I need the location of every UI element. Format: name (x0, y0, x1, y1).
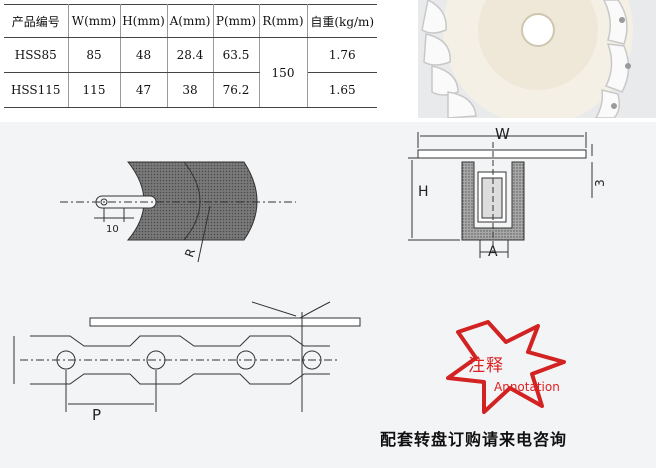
header-p: P(mm) (213, 4, 260, 38)
thickness-label: 3 (592, 179, 607, 187)
table-row: HSS115 115 47 38 76.2 1.65 (4, 72, 377, 108)
technical-drawing: 10 R W H 3 A P (0, 122, 656, 468)
cell-w: 85 (68, 37, 121, 73)
annotation-title: 注释 (468, 356, 504, 376)
spec-table: 产品编号 W(mm) H(mm) A(mm) P(mm) R(mm) 自重(kg… (4, 4, 377, 108)
drawing-lines (13, 132, 593, 412)
header-a: A(mm) (167, 4, 214, 38)
header-r: R(mm) (259, 4, 308, 38)
cell-code: HSS85 (4, 37, 69, 73)
header-h: H(mm) (120, 4, 168, 38)
chain-view (13, 301, 361, 412)
cell-p: 63.5 (213, 37, 260, 73)
header-code: 产品编号 (4, 4, 69, 38)
side-view (60, 161, 296, 263)
header-w: W(mm) (68, 4, 121, 38)
table-row: HSS85 85 48 28.4 63.5 150 1.76 (4, 37, 377, 108)
chain-pitch-label: P (92, 406, 102, 424)
height-label: H (418, 184, 429, 200)
base-width-label: A (488, 244, 498, 260)
cell-a: 38 (167, 72, 214, 108)
cell-weight: 1.65 (307, 72, 377, 108)
annotation-subtitle: Annotation (494, 380, 560, 394)
cell-h: 47 (120, 72, 168, 108)
cell-weight: 1.76 (307, 37, 377, 73)
width-label: W (495, 125, 510, 143)
cross-section (408, 132, 593, 258)
cell-a: 28.4 (167, 37, 214, 73)
product-photo (418, 0, 656, 118)
cell-h: 48 (120, 37, 168, 73)
footer-note: 配套转盘订购请来电咨询 (380, 430, 568, 449)
pitch-dim-label: 10 (106, 224, 119, 235)
cell-w: 115 (68, 72, 121, 108)
cell-p: 76.2 (213, 72, 260, 108)
annotation-star-icon (446, 320, 566, 414)
table-header-row: 产品编号 W(mm) H(mm) A(mm) P(mm) R(mm) 自重(kg… (4, 4, 377, 38)
header-weight: 自重(kg/m) (307, 4, 377, 38)
cell-r-shared: 150 (259, 37, 308, 108)
cell-code: HSS115 (4, 72, 69, 108)
